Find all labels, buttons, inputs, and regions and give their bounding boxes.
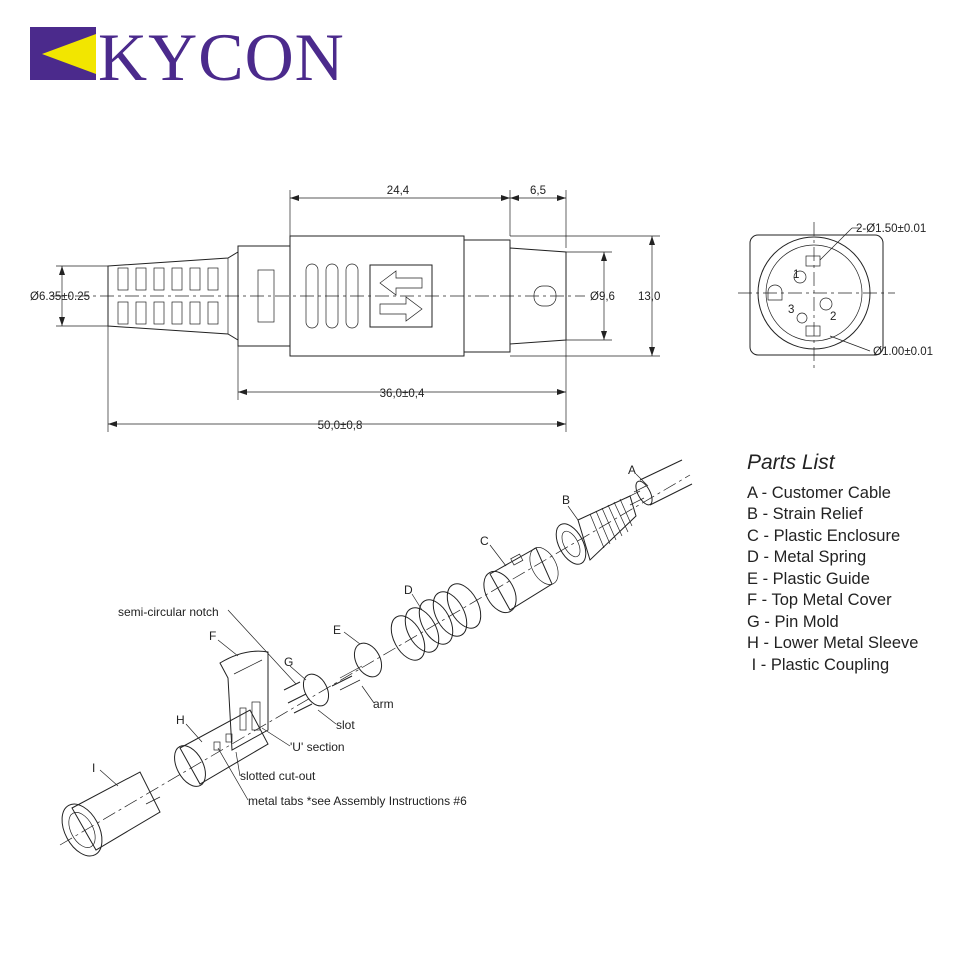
logo-arrow [42,34,96,74]
parts-list-item: F - Top Metal Cover [747,591,892,609]
parts-list-item: A - Customer Cable [747,484,891,502]
part-f-top-metal-cover [219,650,269,751]
pin-3 [796,312,808,324]
label-b: B [562,493,570,507]
label-a: A [628,463,636,477]
label-d: D [404,583,413,597]
arrow-emblem [369,264,433,328]
pin-1 [793,270,807,284]
dim-24: 24,4 [387,185,410,197]
parts-list-item: C - Plastic Enclosure [747,527,900,545]
pin-dia-bottom: Ø1.00±0.01 [873,346,933,358]
part-g-pin-mold [283,673,330,714]
kycon-logo: KYCON [30,19,345,95]
end-view: 1 2 3 2-Ø1.50±0.01 Ø1.00±0.01 [738,222,933,368]
pin-2-label: 2 [830,311,836,323]
exploded-view: A B C D E F G H I semi-circular notch ar… [59,459,693,857]
part-d-metal-spring [390,583,482,661]
part-h-lower-metal-sleeve [174,709,269,787]
logo-text: KYCON [98,19,345,95]
side-view: 24,4 6,5 Ø6.35±0.25 Ø9,6 13,0 36,0±0,4 5… [30,185,660,432]
part-b-strain-relief [555,495,637,565]
pin-2 [819,297,833,311]
label-arm: arm [373,697,394,711]
parts-list-item: B - Strain Relief [747,505,863,523]
parts-list-item: H - Lower Metal Sleeve [747,634,919,652]
assembly-axis [59,474,691,846]
part-e-plastic-guide [331,642,383,691]
label-notch: semi-circular notch [118,605,219,619]
dim-36: 36,0±0,4 [380,388,425,400]
label-f: F [209,629,216,643]
end-view-square [749,234,884,356]
pin-1-label: 1 [793,269,799,281]
label-slotted-cutout: slotted cut-out [240,769,316,783]
arrow-left-icon [379,270,423,296]
label-h: H [176,713,185,727]
label-i: I [92,761,95,775]
part-c-plastic-enclosure [483,547,559,614]
part-a-cable [625,459,693,506]
dim-50: 50,0±0,8 [318,420,363,432]
dim-plug-dia: Ø9,6 [590,291,615,303]
dim-6: 6,5 [530,185,546,197]
parts-list-item: I - Plastic Coupling [747,656,889,674]
arrow-right-icon [379,296,423,322]
parts-list-item: D - Metal Spring [747,548,866,566]
label-e: E [333,623,341,637]
label-c: C [480,534,489,548]
parts-list-item: G - Pin Mold [747,613,839,631]
label-u-section: 'U' section [290,740,345,754]
label-slot: slot [336,718,355,732]
pin-dia-top: 2-Ø1.50±0.01 [856,223,926,235]
parts-list-title: Parts List [747,451,836,474]
parts-list-item: E - Plastic Guide [747,570,870,588]
parts-list: Parts List A - Customer Cable B - Strain… [747,451,919,674]
pin-3-label: 3 [788,304,794,316]
label-metal-tabs: metal tabs *see Assembly Instructions #6 [248,794,467,808]
label-g: G [284,655,293,669]
dim-height: 13,0 [638,291,660,303]
dim-cable-dia: Ø6.35±0.25 [30,291,90,303]
strain-relief-ribs [117,267,219,325]
part-i-plastic-coupling [61,771,161,857]
